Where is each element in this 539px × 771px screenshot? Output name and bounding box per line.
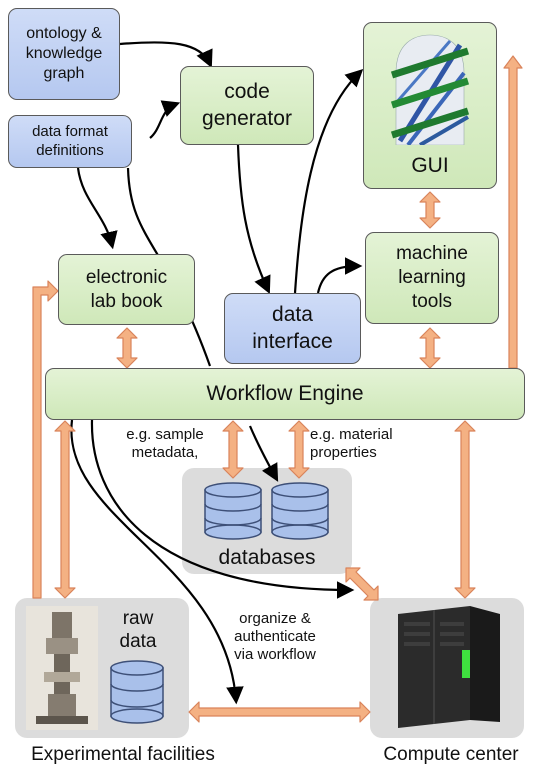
- electronic-lab-book-node: electronic lab book: [58, 254, 195, 325]
- arrow-interface-to-ml: [316, 257, 363, 294]
- experimental-apparatus-image: [26, 606, 98, 730]
- raw-data-cylinder: [110, 660, 164, 724]
- orange-arrow-experimental-elb: [32, 280, 59, 599]
- databases-label: databases: [218, 546, 316, 569]
- arrow-codegen-to-interface: [236, 144, 271, 294]
- machine-learning-tools-node: machine learning tools: [365, 232, 499, 324]
- database-cylinder-left: [204, 482, 262, 540]
- orange-arrow-workflow-db-left: [222, 420, 244, 479]
- gui-node: GUI: [363, 22, 497, 189]
- line-dataformat-to-workflow: [126, 167, 212, 367]
- orange-arrow-workflow-db-right: [288, 420, 310, 479]
- arrow-interface-to-gui: [293, 68, 364, 294]
- raw-data-label: raw data: [119, 608, 157, 652]
- orange-arrow-workflow-experimental: [54, 420, 76, 599]
- compute-server-image: [398, 606, 500, 728]
- caption-experimental-facilities: Experimental facilities: [31, 744, 215, 765]
- arrow-workflow-to-organize: [70, 419, 244, 705]
- orange-arrow-elb-workflow: [116, 327, 138, 369]
- annotation-material-properties: e.g. material properties: [310, 426, 393, 461]
- visualization-image: [390, 34, 470, 145]
- ontology-knowledge-graph-node: ontology & knowledge graph: [8, 8, 120, 100]
- data-format-definitions-node: data format definitions: [8, 115, 132, 168]
- workflow-engine-node: Workflow Engine: [45, 368, 525, 420]
- orange-arrow-workflow-gui: [503, 55, 523, 369]
- database-cylinder-right: [271, 482, 329, 540]
- orange-arrow-gui-ml: [419, 191, 441, 229]
- orange-arrow-experimental-compute: [188, 701, 371, 723]
- gui-label: GUI: [411, 154, 449, 177]
- data-interface-node: data interface: [224, 293, 361, 364]
- annotation-organize-authenticate: organize & authenticate via workflow: [234, 610, 316, 663]
- caption-compute-center: Compute center: [383, 744, 519, 765]
- arrow-dataformat-to-codegen: [149, 100, 181, 139]
- orange-arrow-ml-workflow: [419, 327, 441, 369]
- orange-arrow-workflow-compute: [454, 420, 476, 599]
- orange-arrow-db-compute: [345, 567, 379, 601]
- arrow-workflow-to-databases: [248, 425, 279, 482]
- arrow-ontology-to-codegen: [119, 41, 213, 69]
- arrow-workflow-to-compute: [90, 419, 355, 599]
- annotation-sample-metadata: e.g. sample metadata,: [126, 426, 204, 461]
- code-generator-node: code generator: [180, 66, 314, 145]
- arrow-dataformat-to-elb: [76, 167, 118, 250]
